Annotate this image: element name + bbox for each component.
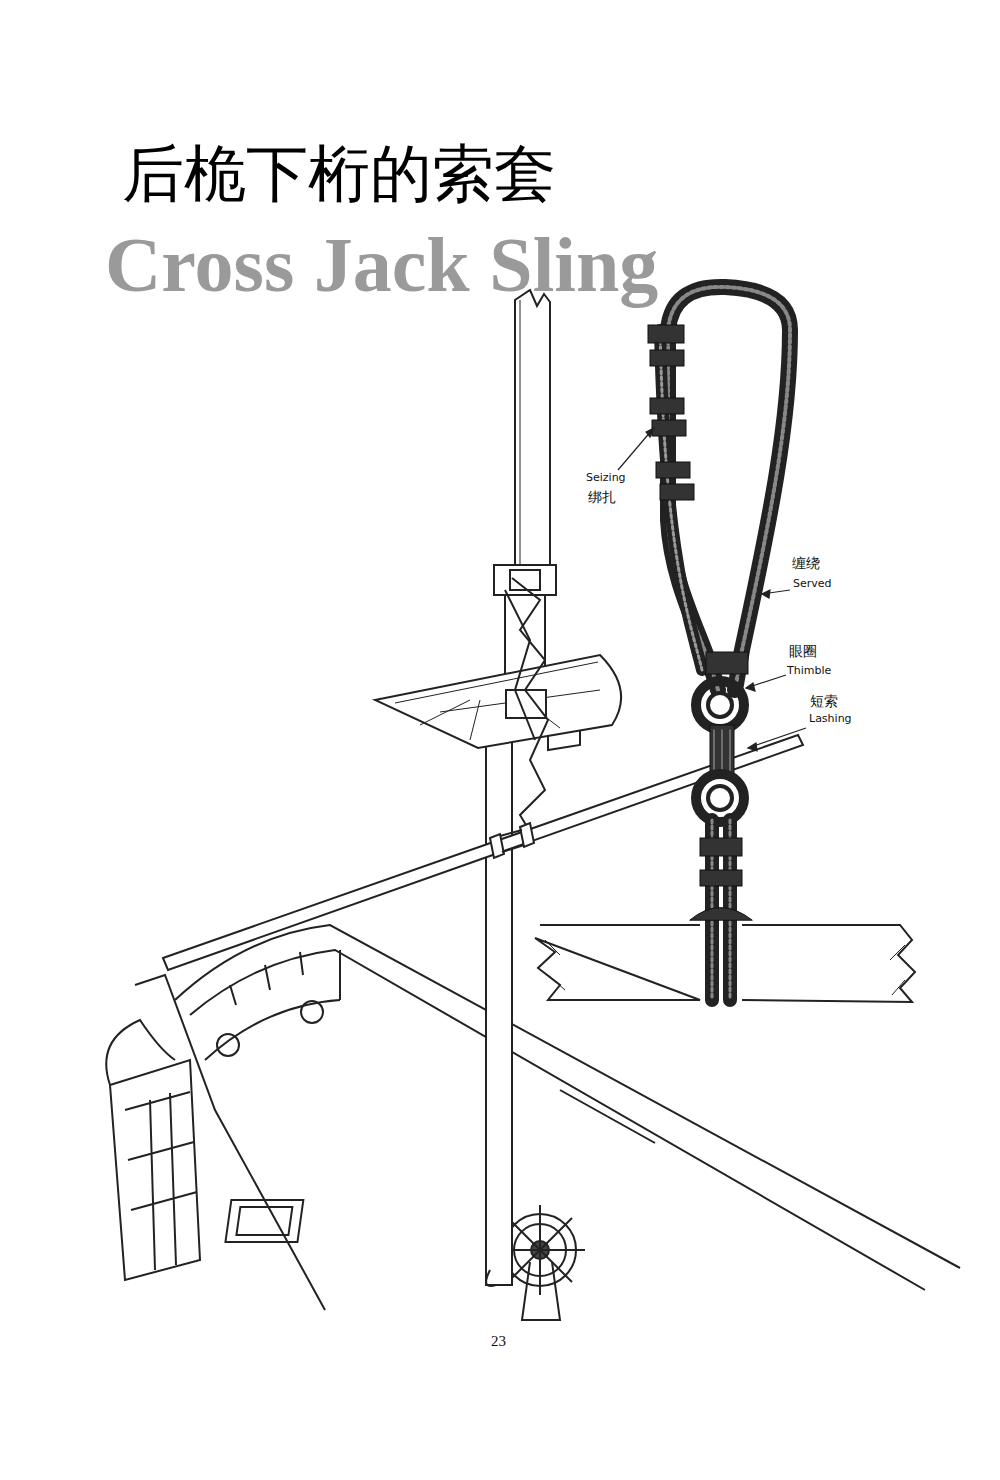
sling-detail-part	[700, 870, 742, 886]
english-title: Cross Jack Sling	[105, 222, 658, 308]
leader-lines	[618, 428, 806, 751]
mizzen-mast-part	[494, 565, 556, 595]
part-label: Served	[793, 578, 832, 590]
ship-deck-part	[236, 1207, 292, 1235]
yard-section	[535, 925, 915, 1002]
ship-deck-part	[175, 925, 960, 1268]
mizzen-mast-part	[486, 740, 512, 1285]
sling-detail-part-part	[660, 484, 694, 500]
sling-detail-part	[714, 730, 730, 772]
sling-detail-part	[696, 681, 744, 729]
leader-lines-part	[748, 743, 757, 751]
part-label: Lashing	[809, 713, 852, 725]
sling-detail-part	[648, 325, 748, 674]
sling-detail-part	[660, 330, 702, 670]
sling-detail-part	[696, 774, 744, 822]
sling-detail-part	[660, 330, 702, 670]
ship-deck-part	[339, 950, 341, 1000]
mizzen-mast-part	[515, 290, 550, 580]
ship-deck-part	[230, 952, 303, 1005]
yard-section-part	[535, 925, 915, 1002]
part-label: Seizing	[586, 472, 626, 484]
page-number: 23	[491, 1333, 506, 1350]
ship-deck-part	[205, 1000, 340, 1060]
ship-deck-part	[106, 1020, 175, 1085]
mizzen-mast-part	[375, 655, 621, 748]
part-label: 缠绕	[792, 556, 820, 571]
rigging	[505, 578, 548, 840]
cross-jack-yard-part	[490, 823, 534, 858]
rigging-part	[505, 590, 535, 740]
part-label: 短索	[810, 694, 838, 709]
ship-deck-part	[225, 1200, 303, 1242]
sling-detail	[648, 287, 790, 1000]
leader-lines-part	[762, 590, 770, 598]
leader-lines-part	[618, 430, 652, 470]
part-label: Thimble	[787, 665, 831, 677]
sling-detail-part	[708, 786, 732, 810]
mizzen-mast-part	[520, 300, 521, 575]
leader-lines-part	[746, 683, 755, 691]
sling-detail-part	[708, 693, 732, 717]
cross-jack-yard-part	[500, 830, 524, 852]
leader-lines-part	[646, 428, 654, 437]
sling-detail-part-part	[706, 652, 748, 674]
sling-detail-part-part	[650, 398, 684, 414]
sling-detail-part-part	[650, 350, 684, 366]
sling-detail-part-part	[652, 420, 686, 436]
ship-deck-part	[560, 1090, 655, 1143]
sling-detail-part-part	[648, 325, 684, 343]
sling-detail-part-part	[656, 462, 690, 478]
ship-deck-part	[110, 1060, 200, 1280]
ship-deck-part	[135, 975, 325, 1310]
page-title: 后桅下桁的索套	[122, 140, 556, 208]
yard-section-part	[545, 940, 905, 995]
ship-deck-part	[301, 1001, 323, 1023]
mizzen-mast-part	[506, 690, 546, 718]
steering-wheel-part	[522, 1262, 560, 1320]
ship-deck	[106, 925, 960, 1310]
part-label: 绑扎	[588, 490, 616, 505]
ship-deck-part	[217, 1034, 239, 1056]
sling-detail-part	[690, 908, 752, 921]
mizzen-mast	[375, 290, 621, 1286]
sling-detail-part	[700, 838, 742, 856]
part-label: 眼圈	[789, 644, 817, 659]
rigging-part	[512, 578, 548, 840]
ship-deck-part	[125, 1092, 197, 1270]
mizzen-mast-part	[548, 730, 580, 750]
mizzen-mast-part	[486, 1270, 496, 1286]
mizzen-mast-part	[395, 662, 600, 740]
